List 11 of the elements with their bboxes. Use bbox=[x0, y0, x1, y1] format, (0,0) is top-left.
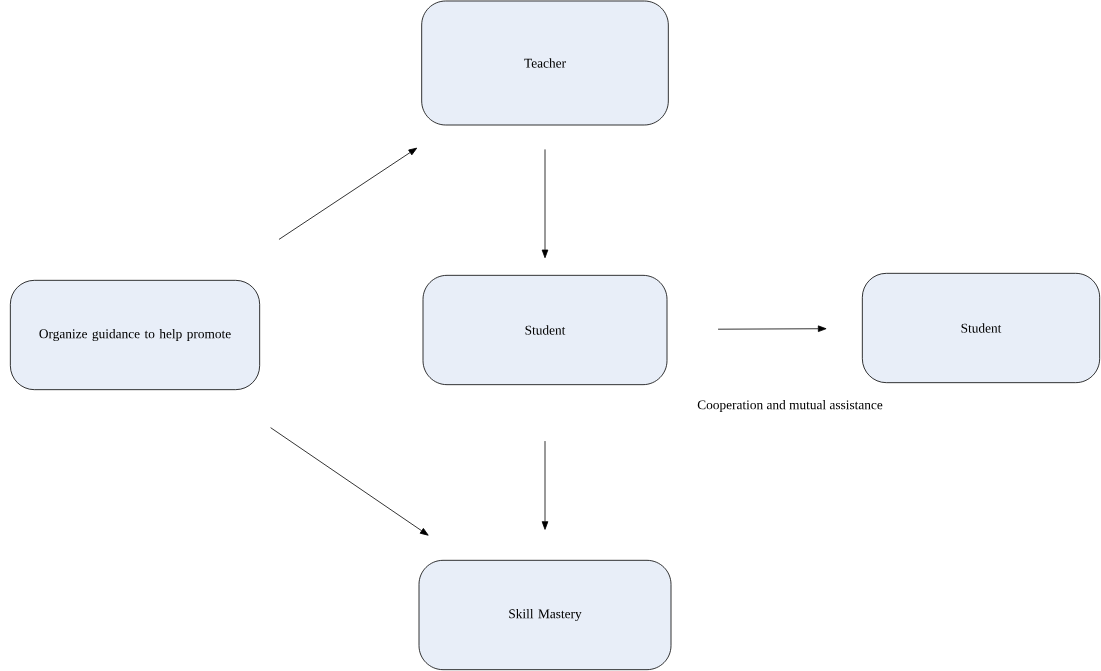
note-text: Cooperation and mutual assistance bbox=[697, 399, 883, 413]
arrow bbox=[541, 149, 549, 259]
arrow bbox=[541, 440, 549, 530]
process-box: Organize guidance to help promote bbox=[9, 279, 261, 391]
arrow bbox=[270, 427, 429, 536]
arrow bbox=[717, 325, 827, 332]
process-box: Student bbox=[861, 272, 1101, 384]
arrow bbox=[278, 147, 418, 240]
process-box: Skill Mastery bbox=[418, 559, 672, 671]
process-box: Teacher bbox=[421, 0, 669, 126]
process-box: Student bbox=[422, 274, 668, 386]
